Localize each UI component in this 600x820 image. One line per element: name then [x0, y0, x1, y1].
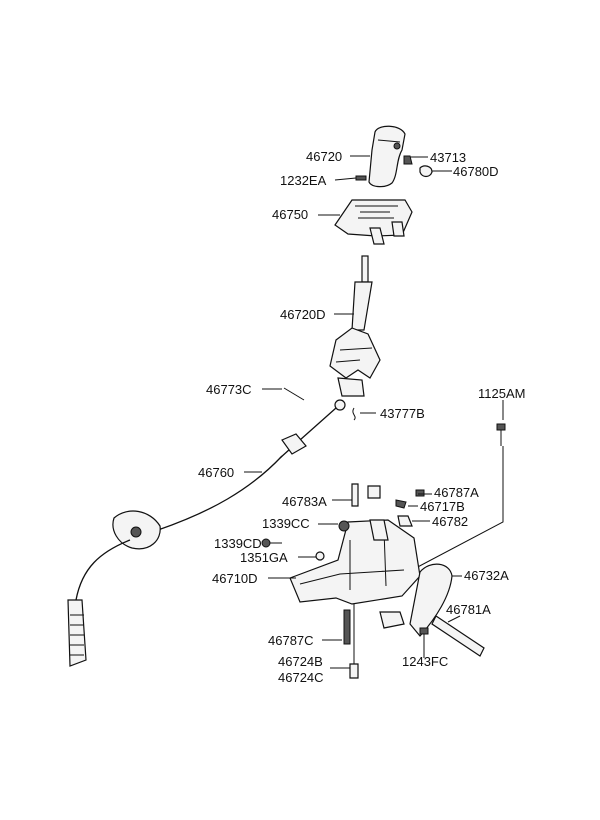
label-46724B: 46724B — [278, 654, 323, 669]
label-46773C: 46773C — [206, 382, 252, 397]
label-1351GA: 1351GA — [240, 550, 288, 565]
label-46787A: 46787A — [434, 485, 479, 500]
label-1232EA: 1232EA — [280, 173, 327, 188]
label-46717B: 46717B — [420, 499, 465, 514]
label-46782: 46782 — [432, 514, 468, 529]
label-1339CD: 1339CD — [214, 536, 262, 551]
base-bracket-drawing — [289, 519, 453, 637]
shift-indicator-drawing — [334, 199, 413, 245]
label-46760: 46760 — [198, 465, 234, 480]
label-46781A: 46781A — [446, 602, 491, 617]
label-46750: 46750 — [272, 207, 308, 222]
label-43777B: 43777B — [380, 406, 425, 421]
label-46720: 46720 — [306, 149, 342, 164]
label-46724C: 46724C — [278, 670, 324, 685]
label-43713: 43713 — [430, 150, 466, 165]
label-46710D: 46710D — [212, 571, 258, 586]
label-46780D: 46780D — [453, 164, 499, 179]
label-1243FC: 1243FC — [402, 654, 448, 669]
shift-cable-drawing — [67, 399, 346, 667]
label-46720D: 46720D — [280, 307, 326, 322]
label-46783A: 46783A — [282, 494, 327, 509]
label-1125AM: 1125AM — [478, 386, 525, 401]
shift-lever-drawing — [329, 255, 381, 397]
label-1339CC: 1339CC — [262, 516, 310, 531]
shift-knob-drawing — [355, 125, 433, 188]
label-46732A: 46732A — [464, 568, 509, 583]
label-46787C: 46787C — [268, 633, 314, 648]
